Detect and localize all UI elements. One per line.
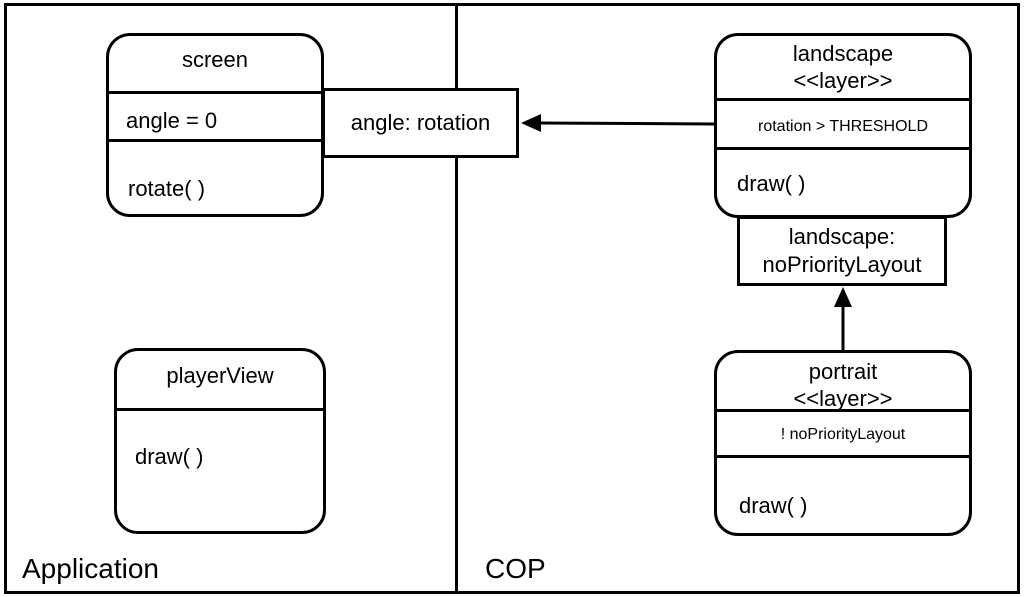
screen-title: screen: [181, 47, 249, 72]
angle-binding-label: angle: rotation: [350, 110, 491, 135]
landscape-condition: rotation > THRESHOLD: [758, 118, 928, 135]
landscape-title: landscape: [792, 41, 894, 66]
landscape-method: draw( ): [737, 171, 806, 196]
region-divider: [455, 3, 458, 594]
playerview-title: playerView: [166, 363, 274, 388]
portrait-stereotype: <<layer>>: [793, 386, 893, 411]
landscape-binding-box: landscape: noPriorityLayout: [737, 216, 947, 286]
screen-divider-1: [109, 91, 321, 94]
portrait-title: portrait: [808, 359, 878, 384]
landscape-binding-line1: landscape:: [788, 224, 896, 249]
playerview-method: draw( ): [135, 444, 204, 469]
portrait-divider-1: [717, 409, 969, 412]
diagram-frame: [4, 3, 1020, 594]
playerview-object: playerView draw( ): [114, 348, 326, 534]
landscape-binding-line2: noPriorityLayout: [762, 252, 922, 277]
portrait-layer: portrait <<layer>> ! noPriorityLayout dr…: [714, 350, 972, 536]
portrait-method: draw( ): [739, 493, 808, 518]
portrait-divider-2: [717, 455, 969, 458]
arrow-portrait-to-landscape-binding: [834, 287, 852, 350]
landscape-stereotype: <<layer>>: [793, 68, 893, 93]
landscape-divider-1: [717, 98, 969, 101]
region-label-application: Application: [22, 553, 159, 584]
screen-divider-2: [109, 139, 321, 142]
landscape-layer: landscape <<layer>> rotation > THRESHOLD…: [714, 33, 972, 218]
angle-binding-box: angle: rotation: [322, 88, 519, 158]
arrow-landscape-to-angle-binding: [521, 114, 715, 132]
portrait-condition: ! noPriorityLayout: [780, 426, 906, 443]
landscape-divider-2: [717, 147, 969, 150]
playerview-divider: [117, 408, 323, 411]
screen-method: rotate( ): [128, 176, 206, 201]
region-label-cop: COP: [485, 553, 546, 584]
screen-attribute: angle = 0: [126, 108, 218, 133]
